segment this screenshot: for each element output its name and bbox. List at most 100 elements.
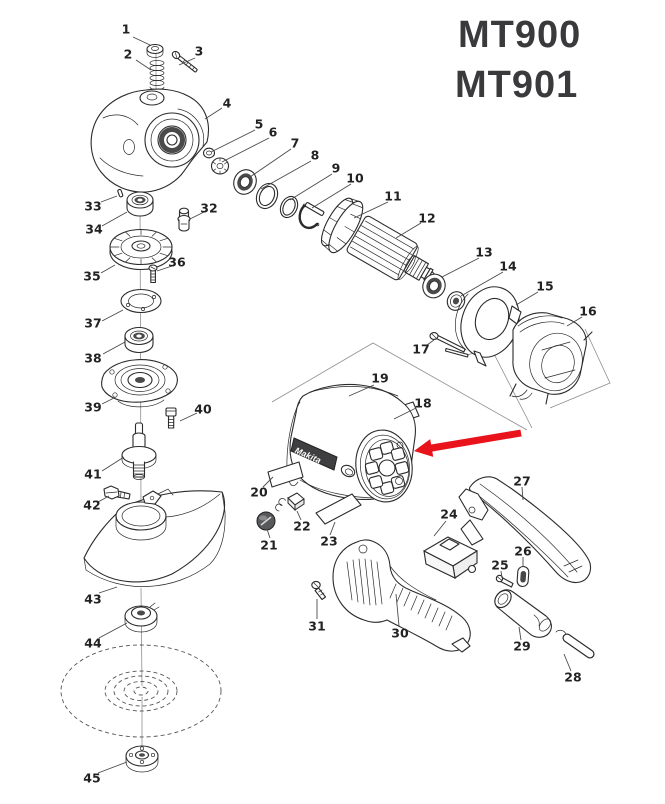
- callout-number-9: 9: [332, 161, 341, 176]
- part-motor-housing-19: Makita: [286, 383, 416, 503]
- callout-leader-16: [566, 316, 583, 327]
- part-screw-25: [495, 574, 514, 588]
- callout-number-23: 23: [320, 534, 337, 549]
- part-nut-5: [202, 147, 216, 159]
- callout-leader-7: [249, 148, 292, 178]
- callout-number-35: 35: [83, 269, 100, 284]
- callout-number-3: 3: [195, 44, 204, 59]
- part-fan-35: [109, 228, 173, 271]
- callout-number-27: 27: [513, 474, 530, 489]
- callout-number-31: 31: [308, 619, 325, 634]
- callout-number-2: 2: [124, 47, 133, 62]
- part-carbon-brush-22: [275, 492, 305, 512]
- part-bearing-14: [446, 291, 466, 311]
- part-gear-housing-4: [90, 88, 209, 193]
- rear-grille: [364, 441, 410, 495]
- callout-leader-6: [221, 137, 270, 163]
- callout-leader-13: [441, 257, 480, 278]
- part-screw-17: [429, 332, 469, 358]
- callout-leader-23: [329, 521, 336, 536]
- part-screw-31: [311, 580, 327, 601]
- part-circlip-10: [298, 203, 320, 230]
- callout-number-6: 6: [269, 125, 278, 140]
- callout-leader-40: [179, 412, 198, 422]
- grinding-wheel-outline: [60, 644, 222, 738]
- callout-leader-38: [102, 341, 126, 355]
- callout-number-26: 26: [514, 544, 532, 559]
- callout-leader-32: [189, 211, 205, 220]
- model-title-1: MT900: [458, 14, 581, 56]
- callout-leader-27: [521, 486, 524, 501]
- callout-number-37: 37: [84, 316, 101, 331]
- part-bearing-13: [422, 273, 446, 299]
- callout-leader-5: [210, 129, 256, 153]
- callout-leader-25: [500, 570, 503, 579]
- callout-number-5: 5: [255, 117, 264, 132]
- pointer-arrow: [414, 429, 522, 457]
- part-plate-37: [120, 288, 162, 314]
- part-screw-3: [171, 50, 198, 73]
- callout-leader-9: [289, 173, 333, 201]
- part-ring-9: [279, 195, 299, 219]
- part-label-23: [315, 493, 362, 525]
- callout-leader-3: [178, 57, 196, 66]
- part-baffle-plate-15: [454, 286, 522, 367]
- part-pinion-gear-6: [210, 157, 230, 175]
- callout-number-30: 30: [391, 626, 409, 641]
- callout-leader-20: [262, 476, 274, 488]
- part-pin-33: [117, 188, 124, 198]
- part-screw-36: [148, 264, 158, 284]
- callout-leader-35: [100, 264, 116, 274]
- callout-number-15: 15: [536, 279, 553, 294]
- callout-leader-37: [101, 309, 124, 322]
- callout-number-17: 17: [412, 342, 429, 357]
- callout-leader-17: [426, 339, 435, 346]
- callout-number-38: 38: [84, 351, 101, 366]
- callout-leader-45: [97, 761, 128, 774]
- callout-leader-2: [135, 59, 152, 71]
- callout-leader-1: [132, 36, 151, 46]
- callout-number-10: 10: [346, 171, 364, 186]
- callout-leader-24: [433, 520, 447, 537]
- callout-number-34: 34: [85, 222, 103, 237]
- part-washer-1: [146, 43, 164, 58]
- callout-leader-21: [266, 528, 271, 539]
- callout-leader-4: [204, 107, 223, 120]
- part-spring-2: [149, 60, 165, 90]
- callout-number-25: 25: [491, 558, 508, 573]
- callout-leader-43: [98, 586, 118, 594]
- part-clamp-screw-42: [103, 485, 131, 500]
- callout-number-43: 43: [84, 592, 101, 607]
- part-brush-cap-21: [256, 511, 276, 531]
- model-title-2: MT901: [455, 64, 578, 106]
- callout-leader-14: [460, 271, 504, 297]
- callout-number-42: 42: [83, 498, 100, 513]
- callout-number-32: 32: [200, 201, 217, 216]
- callout-leader-41: [101, 456, 125, 472]
- callout-leader-12: [395, 222, 422, 239]
- callout-number-39: 39: [84, 400, 101, 415]
- callout-leader-34: [101, 211, 128, 227]
- callout-leader-33: [100, 195, 118, 203]
- callout-leader-11: [353, 201, 389, 219]
- callout-number-41: 41: [84, 467, 101, 482]
- part-spindle-41: [121, 422, 157, 480]
- callout-number-12: 12: [418, 211, 435, 226]
- part-cord-28: [555, 629, 595, 659]
- callout-number-20: 20: [250, 485, 268, 500]
- callout-leader-8: [260, 160, 312, 190]
- callout-number-13: 13: [475, 245, 492, 260]
- callout-leader-28: [563, 653, 572, 672]
- part-side-handle-27: [458, 476, 592, 584]
- part-switch-24: [423, 536, 478, 579]
- callout-number-36: 36: [168, 255, 186, 270]
- part-bearing-34: [126, 191, 154, 217]
- part-bearing-box-39: [101, 359, 178, 408]
- callout-number-11: 11: [384, 189, 401, 204]
- callout-leader-42: [97, 495, 110, 503]
- brand-band: [290, 437, 338, 471]
- part-ring-8: [255, 182, 279, 210]
- callout-leader-39: [101, 396, 117, 405]
